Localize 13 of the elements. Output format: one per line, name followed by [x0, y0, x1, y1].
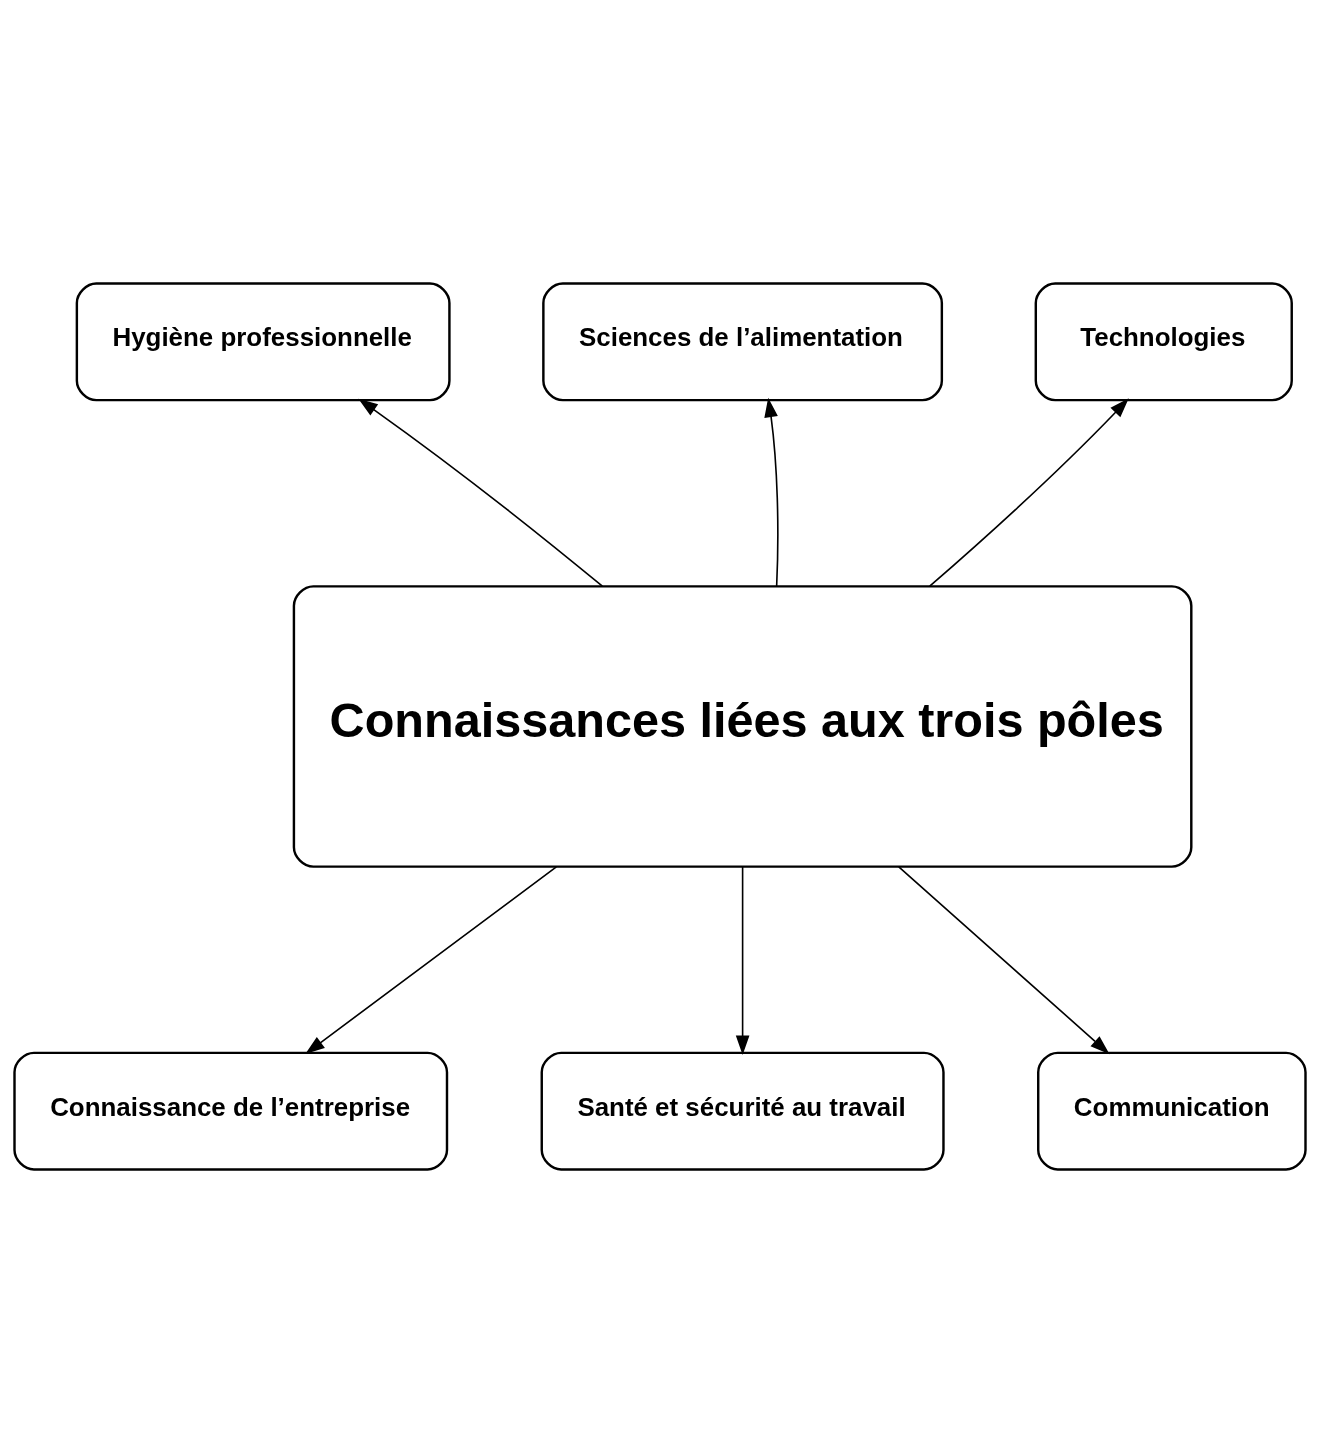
arrow	[735, 865, 750, 1055]
node-box: Hygiène professionnelle	[75, 281, 451, 401]
node-box: Technologies	[1034, 281, 1293, 401]
arrow	[898, 865, 1110, 1054]
node-box: Connaissance de l’entreprise	[13, 1051, 449, 1171]
arrow	[928, 397, 1129, 587]
node-box: Sciences de l’alimentation	[542, 281, 944, 401]
node-box: Santé et sécurité au travail	[540, 1051, 945, 1171]
arrow	[358, 398, 604, 587]
node-box: Connaissances liées aux trois pôles	[292, 584, 1193, 868]
arrow	[305, 865, 558, 1054]
node-box: Communication	[1037, 1051, 1307, 1171]
arrow	[764, 397, 779, 587]
